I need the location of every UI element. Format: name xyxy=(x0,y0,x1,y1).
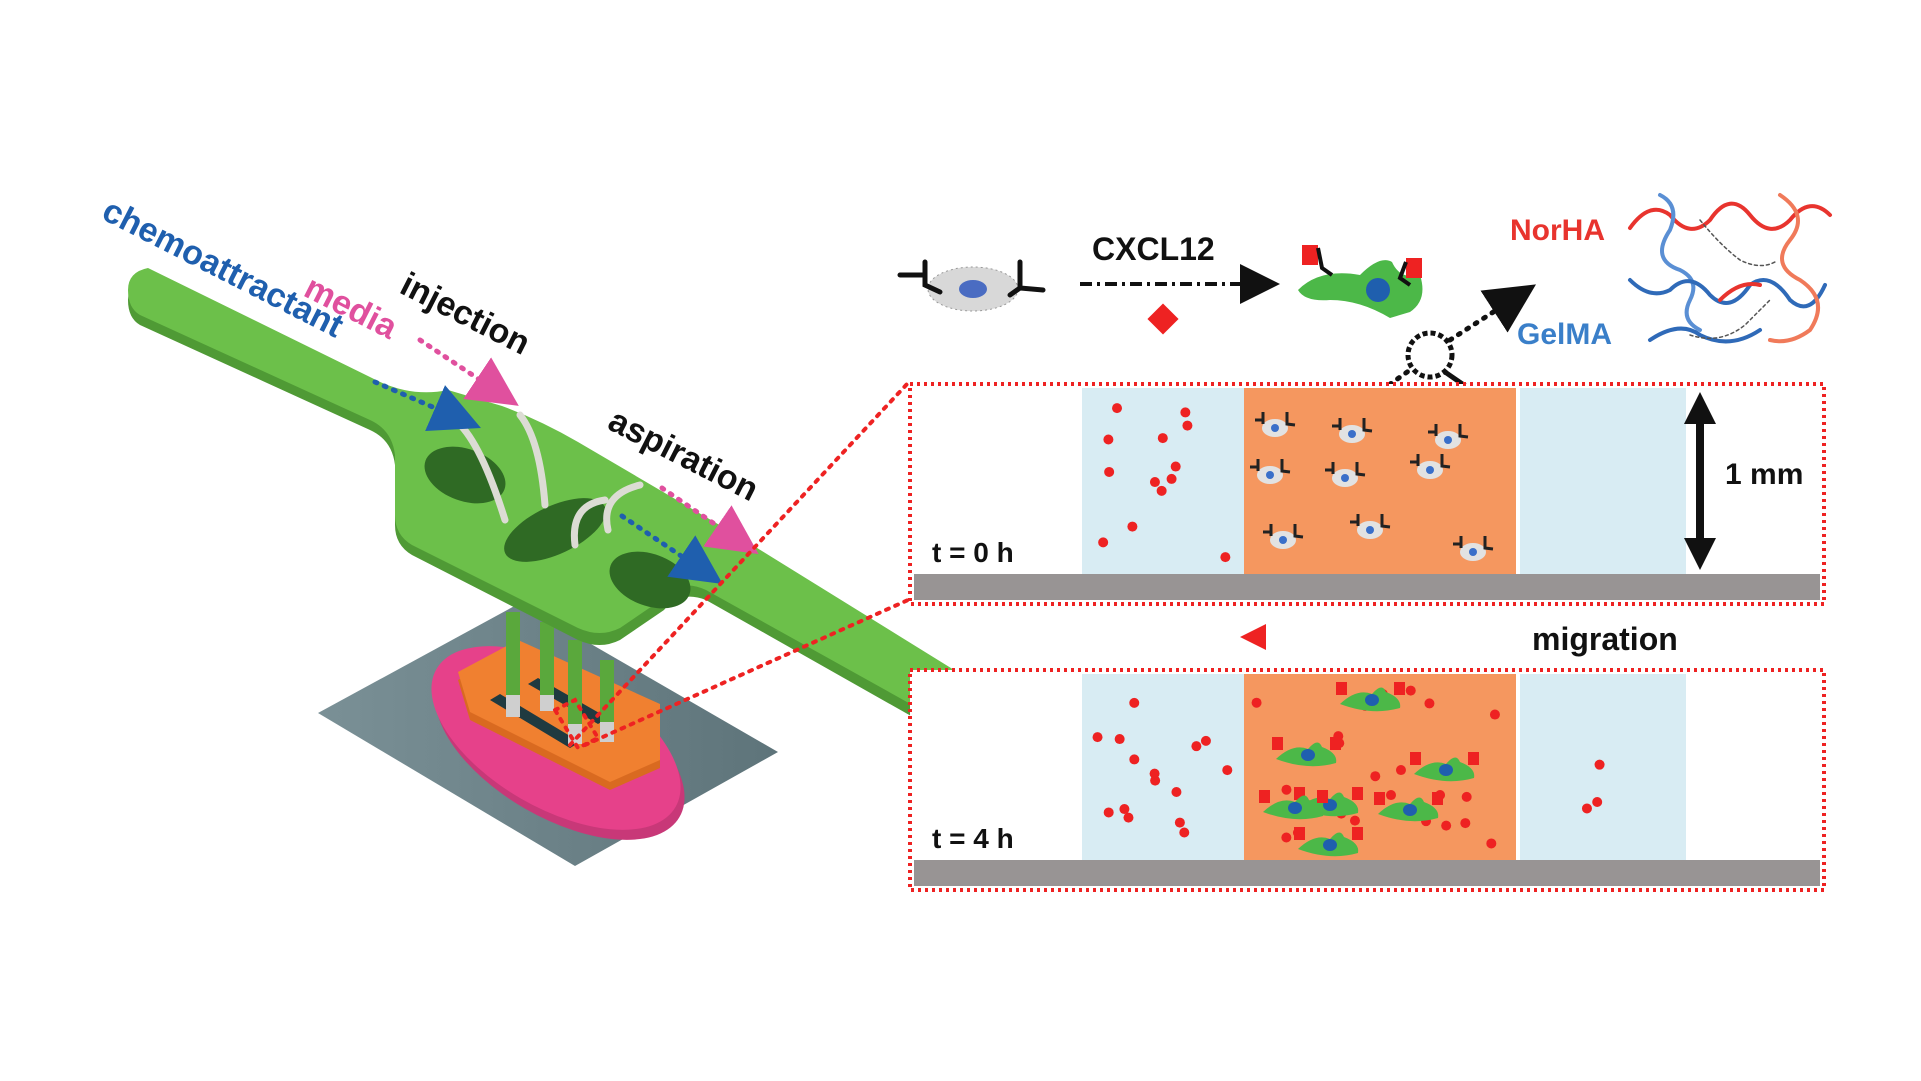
source-channel xyxy=(1082,674,1244,860)
chemokine-dot xyxy=(1098,537,1109,548)
chemokine-dot xyxy=(1157,433,1168,444)
chemokine-dot xyxy=(1171,786,1182,797)
norha-label: NorHA xyxy=(1510,214,1605,247)
scale-bar: 1 mm xyxy=(1684,392,1803,570)
chemokine-dot xyxy=(1592,796,1603,807)
media-arrow xyxy=(417,337,519,406)
chemokine-dot xyxy=(1581,803,1592,814)
zoom-callout-lines xyxy=(552,381,910,751)
chemokine-dot xyxy=(1166,473,1177,484)
chemokine-dot xyxy=(1349,815,1360,826)
chemokine-dot xyxy=(1251,697,1262,708)
quiescent-cell xyxy=(1428,424,1469,449)
activated-cell-icon xyxy=(1298,245,1423,318)
cell-group xyxy=(1259,682,1479,857)
hydrogel-network xyxy=(1628,193,1832,344)
migration-arrowhead xyxy=(1240,624,1266,650)
chemokine-dot xyxy=(1174,817,1185,828)
cell-group xyxy=(1250,412,1494,561)
scale-label: 1 mm xyxy=(1725,458,1803,491)
gelma-label: GelMA xyxy=(1517,318,1612,351)
chemokine-dot xyxy=(1385,790,1396,801)
time-label: t = 0 h xyxy=(932,537,1014,568)
device-illustration: chemoattractant media injection aspirati… xyxy=(96,191,995,866)
chemokine-dot xyxy=(1104,466,1115,477)
source-channel xyxy=(1082,388,1244,574)
chemokine-dot xyxy=(1441,820,1452,831)
chemokine-dot xyxy=(1281,784,1292,795)
chemokine-diamond-icon xyxy=(1147,303,1179,335)
quiescent-cell xyxy=(1255,412,1296,437)
chemokine-dot xyxy=(1220,552,1231,563)
chemokine-dot xyxy=(1405,685,1416,696)
quiescent-cell xyxy=(1332,418,1373,443)
chemokine-dot xyxy=(1179,827,1190,838)
stimulus-label: CXCL12 xyxy=(1092,231,1215,267)
chemokine-dot xyxy=(1103,807,1114,818)
panel-t0: t = 0 h 1 mm xyxy=(908,382,1826,606)
chemokine-dot xyxy=(1180,407,1191,418)
migrating-cell xyxy=(1336,682,1405,712)
label-injection: injection xyxy=(394,265,536,362)
time-label: t = 4 h xyxy=(932,823,1014,854)
migrating-cell xyxy=(1294,827,1363,857)
migrating-cell xyxy=(1272,737,1341,767)
chemokine-dot xyxy=(1092,732,1103,743)
quiescent-cell xyxy=(1410,454,1451,479)
chemokine-dot xyxy=(1424,698,1435,709)
quiescent-cell xyxy=(1350,514,1391,539)
chemokine-dot xyxy=(1370,771,1381,782)
quiescent-cell xyxy=(1250,459,1291,484)
migration-label: migration xyxy=(1532,621,1678,657)
chemokine-group xyxy=(1098,403,1231,563)
chemokine-dot xyxy=(1149,477,1160,488)
chemokine-dot xyxy=(1170,461,1181,472)
chemokine-dot xyxy=(1112,403,1123,414)
quiescent-cell xyxy=(1453,536,1494,561)
panel-t4: t = 4 h xyxy=(908,668,1826,892)
chemokine-dot xyxy=(1594,759,1605,770)
quiescent-cell xyxy=(1263,524,1304,549)
chemokine-dot xyxy=(1222,765,1233,776)
quiescent-cell-icon xyxy=(897,259,1046,312)
activation-scheme: CXCL12 NorHA GelMA xyxy=(897,193,1832,405)
chemokine-dot xyxy=(1191,741,1202,752)
chemokine-dot xyxy=(1103,434,1114,445)
migrating-cell xyxy=(1374,792,1443,822)
chemokine-dot xyxy=(1395,765,1406,776)
migrating-cell xyxy=(1410,752,1479,782)
chemokine-dot xyxy=(1182,420,1193,431)
quiescent-cell xyxy=(1325,462,1366,487)
chemokine-dot xyxy=(1486,838,1497,849)
chemokine-dot xyxy=(1281,832,1292,843)
chemokine-dot xyxy=(1127,521,1138,532)
chemokine-dot xyxy=(1489,709,1500,720)
chemokine-dot xyxy=(1200,735,1211,746)
chemokine-dot xyxy=(1129,754,1140,765)
chemokine-dot xyxy=(1114,734,1125,745)
chemokine-dot xyxy=(1461,791,1472,802)
aspiration-chemo-arrow xyxy=(619,513,723,584)
migrating-cell xyxy=(1259,790,1328,820)
chemokine-dot xyxy=(1119,804,1130,815)
chemokine-dot xyxy=(1149,768,1160,779)
manifold-pins xyxy=(506,612,614,744)
chemokine-dot xyxy=(1156,485,1167,496)
sink-channel xyxy=(1520,388,1686,574)
substrate xyxy=(914,574,1820,600)
chemokine-dot xyxy=(1123,812,1134,823)
chemokine-dot xyxy=(1129,697,1140,708)
chemokine-dot xyxy=(1460,818,1471,829)
migration-indicator: migration xyxy=(1240,621,1678,657)
substrate xyxy=(914,860,1820,886)
